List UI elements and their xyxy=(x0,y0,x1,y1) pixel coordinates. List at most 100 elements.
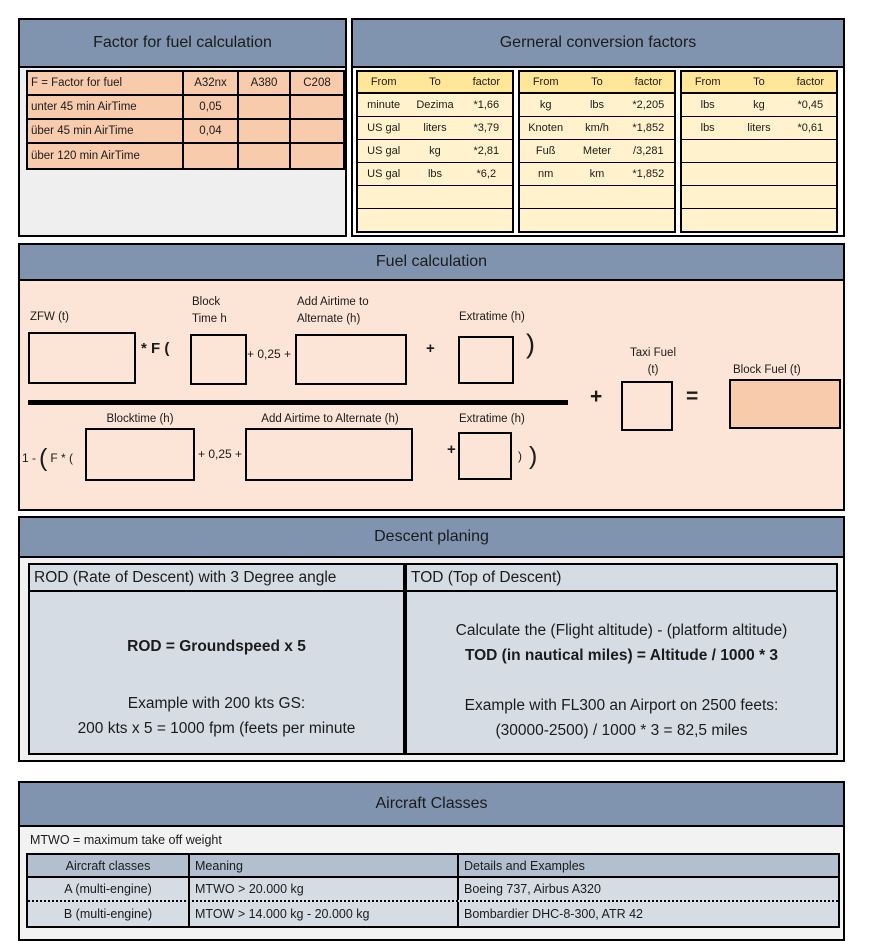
extratime-input-box-bottom[interactable] xyxy=(458,432,512,480)
cell-factor: *2,205 xyxy=(632,99,665,111)
cell-from: Fuß xyxy=(535,145,556,157)
table-row: nm km *1,852 xyxy=(520,163,674,186)
cell-factor: *2,81 xyxy=(473,145,500,157)
header-meaning: Meaning xyxy=(190,855,459,876)
cell-a380 xyxy=(239,144,291,168)
cell-details: Boeing 737, Airbus A320 xyxy=(464,882,601,896)
row-label: über 120 min AirTime xyxy=(28,144,184,168)
table-row xyxy=(682,209,836,231)
taxi-fuel-input-box[interactable] xyxy=(621,381,673,431)
table-row xyxy=(358,186,512,209)
cell-meaning: MTOW > 14.000 kg - 20.000 kg xyxy=(190,902,459,926)
conversion-tables: From To factor minute Dezima *1,66 US ga… xyxy=(353,68,843,233)
table-row xyxy=(520,186,674,209)
col-to: To xyxy=(753,76,765,88)
cell-class: A (multi-engine) xyxy=(28,878,190,900)
conversion-table-2: From To factor kg lbs *2,205 Knoten km/h… xyxy=(518,70,676,233)
cell-to: liters xyxy=(423,122,447,134)
block-time-input-box[interactable] xyxy=(190,334,247,385)
extratime-input-box-top[interactable] xyxy=(458,336,514,384)
add-airtime-label-line1: Add Airtime to xyxy=(297,296,369,308)
cell-from: lbs xyxy=(700,99,715,111)
table-row xyxy=(520,209,674,231)
cell-factor: *1,852 xyxy=(632,122,665,134)
plus-operator-mid: + xyxy=(590,385,603,408)
col-factor: factor xyxy=(472,76,501,88)
cell-factor: *6,2 xyxy=(476,168,497,180)
cell-class: B (multi-engine) xyxy=(28,902,190,926)
cell-factor xyxy=(785,140,836,162)
table-row xyxy=(682,140,836,163)
conversion-table-3: From To factor lbs kg *0,45 lbs liters *… xyxy=(680,70,838,233)
tod-intro: Calculate the (Flight altitude) - (platf… xyxy=(455,622,788,639)
cell-to: lbs xyxy=(427,168,443,180)
rod-panel: ROD (Rate of Descent) with 3 Degree angl… xyxy=(28,563,405,755)
table-row: B (multi-engine) MTOW > 14.000 kg - 20.0… xyxy=(28,902,838,926)
cell-factor xyxy=(785,209,836,231)
close-paren-small: ) xyxy=(518,449,522,463)
table-row: A (multi-engine) MTWO > 20.000 kg Boeing… xyxy=(28,878,838,902)
rod-formula: ROD = Groundspeed x 5 xyxy=(127,638,306,655)
zfw-input-box[interactable] xyxy=(28,332,136,384)
zfw-label: ZFW (t) xyxy=(30,311,69,323)
cell-a32nx: 0,05 xyxy=(184,96,239,118)
fuel-factor-table: F = Factor for fuel A32nx A380 C208 unte… xyxy=(26,70,345,170)
denominator-prefix: 1 - ( F * ( xyxy=(22,436,73,480)
cell-to xyxy=(409,186,460,208)
cell-to xyxy=(733,140,784,162)
col-factor: factor xyxy=(796,76,825,88)
table-row: lbs kg *0,45 xyxy=(682,94,836,117)
fuel-factor-header-label: F = Factor for fuel xyxy=(28,72,184,94)
cell-factor xyxy=(785,186,836,208)
plus-operator-bottom: + xyxy=(447,441,456,458)
conversion-section: Gerneral conversion factors From To fact… xyxy=(351,18,845,237)
add-airtime-label-line2: Alternate (h) xyxy=(297,313,361,325)
table-row xyxy=(682,186,836,209)
cell-a380 xyxy=(239,96,291,118)
aircraft-classes-section: Aircraft Classes MTWO = maximum take off… xyxy=(18,781,845,941)
cell-factor: *1,66 xyxy=(473,99,500,111)
cell-c208 xyxy=(291,96,343,118)
table-row: Fuß Meter /3,281 xyxy=(520,140,674,163)
block-fuel-label: Block Fuel (t) xyxy=(733,364,801,376)
add-airtime-alternate-input-box-bottom[interactable] xyxy=(245,428,413,481)
cell-c208 xyxy=(291,144,343,168)
cell-to xyxy=(733,209,784,231)
cell-to: Meter xyxy=(582,145,612,157)
cell-to: kg xyxy=(753,99,765,111)
extratime-label-bottom: Extratime (h) xyxy=(459,413,525,425)
cell-from xyxy=(358,209,409,231)
descent-planning-title: Descent planing xyxy=(20,518,843,558)
cell-from xyxy=(682,209,733,231)
tod-example-intro: Example with FL300 an Airport on 2500 fe… xyxy=(464,697,779,714)
table-row: über 120 min AirTime xyxy=(28,144,343,168)
cell-from xyxy=(682,186,733,208)
header-details-examples: Details and Examples xyxy=(464,858,585,873)
aircraft-table-header-row: Aircraft classes Meaning Details and Exa… xyxy=(28,855,838,878)
blocktime-input-box[interactable] xyxy=(85,428,195,481)
table-row: minute Dezima *1,66 xyxy=(358,94,512,117)
block-fuel-result-box[interactable] xyxy=(729,379,841,429)
add-airtime-alternate-label-bottom: Add Airtime to Alternate (h) xyxy=(261,413,399,425)
conversion-table-1: From To factor minute Dezima *1,66 US ga… xyxy=(356,70,514,233)
col-from: From xyxy=(694,76,721,88)
cell-to: kg xyxy=(429,145,441,157)
extratime-label-top: Extratime (h) xyxy=(459,311,525,323)
tod-panel-body: Calculate the (Flight altitude) - (platf… xyxy=(407,592,836,743)
cell-from: nm xyxy=(538,168,554,180)
add-airtime-alternate-label: Add Airtime to Alternate (h) xyxy=(297,294,369,328)
cell-factor: *0,45 xyxy=(797,99,824,111)
fuel-factor-header-a32nx: A32nx xyxy=(184,72,239,94)
close-paren-top: ) xyxy=(526,329,535,359)
table-row: kg lbs *2,205 xyxy=(520,94,674,117)
tod-formula: TOD (in nautical miles) = Altitude / 100… xyxy=(464,647,779,664)
col-from: From xyxy=(370,76,397,88)
add-airtime-alternate-input-box[interactable] xyxy=(295,334,407,385)
cell-factor xyxy=(461,186,512,208)
cell-to xyxy=(733,163,784,185)
rod-panel-header: ROD (Rate of Descent) with 3 Degree angl… xyxy=(30,565,403,592)
cell-factor xyxy=(623,186,674,208)
cell-factor: /3,281 xyxy=(633,145,664,157)
plus-operator-top: + xyxy=(426,340,435,357)
fraction-bar xyxy=(28,400,568,405)
